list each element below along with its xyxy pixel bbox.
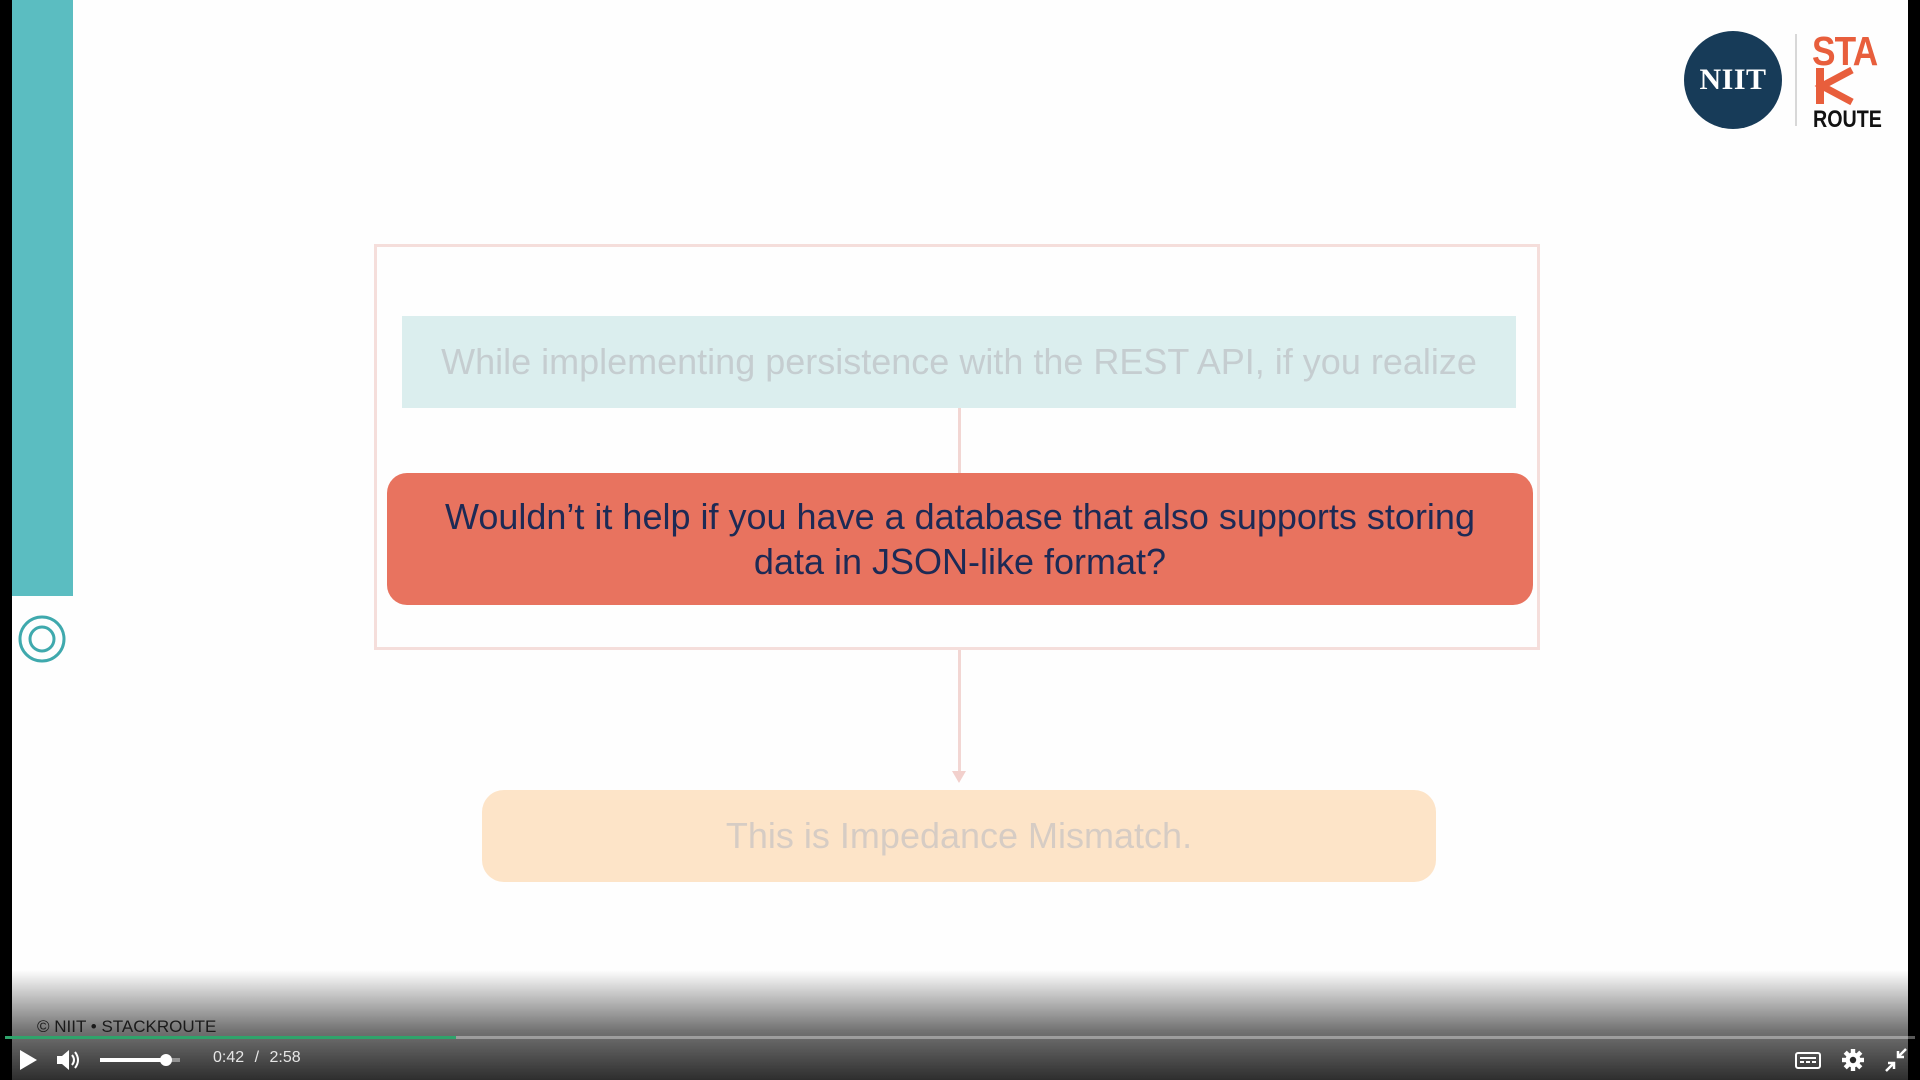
- volume-level: [100, 1058, 166, 1062]
- logo-divider: [1795, 34, 1797, 126]
- connector-line-top: [958, 408, 961, 474]
- exit-fullscreen-icon[interactable]: [1883, 1044, 1909, 1076]
- gear-icon[interactable]: [1840, 1044, 1866, 1076]
- teal-accent-bar: [12, 0, 73, 596]
- duration: 2:58: [269, 1049, 301, 1066]
- ring-icon: [18, 615, 66, 663]
- progress-bar[interactable]: [5, 1036, 1915, 1039]
- volume-icon[interactable]: [54, 1044, 82, 1076]
- time-display: 0:42 / 2:58: [213, 1049, 301, 1067]
- conclusion-box: This is Impedance Mismatch.: [482, 790, 1436, 882]
- time-separator: /: [254, 1049, 260, 1066]
- player-control-bar: [0, 970, 1920, 1080]
- captions-icon[interactable]: [1794, 1044, 1822, 1076]
- stackroute-logo-mark: [1814, 66, 1854, 106]
- play-icon[interactable]: [16, 1044, 40, 1076]
- premise-box: While implementing persistence with the …: [402, 316, 1516, 408]
- stackroute-logo-top: STA: [1812, 28, 1878, 74]
- progress-fill: [5, 1036, 456, 1039]
- volume-handle[interactable]: [159, 1054, 172, 1066]
- brand-logos: NIIT STA ROUTE: [1684, 28, 1884, 133]
- stackroute-logo-bottom: ROUTE: [1813, 106, 1882, 133]
- current-time: 0:42: [213, 1049, 245, 1066]
- copyright-text: © NIIT • STACKROUTE: [37, 1017, 217, 1036]
- slide-area: NIIT STA ROUTE While implementing persis…: [12, 0, 1908, 1080]
- flow-frame: [374, 244, 1540, 650]
- niit-logo: NIIT: [1684, 31, 1782, 129]
- arrow-down-icon: [952, 771, 966, 783]
- question-box: Wouldn’t it help if you have a database …: [387, 473, 1533, 605]
- connector-line-bottom: [958, 650, 961, 773]
- volume-slider[interactable]: [100, 1054, 180, 1066]
